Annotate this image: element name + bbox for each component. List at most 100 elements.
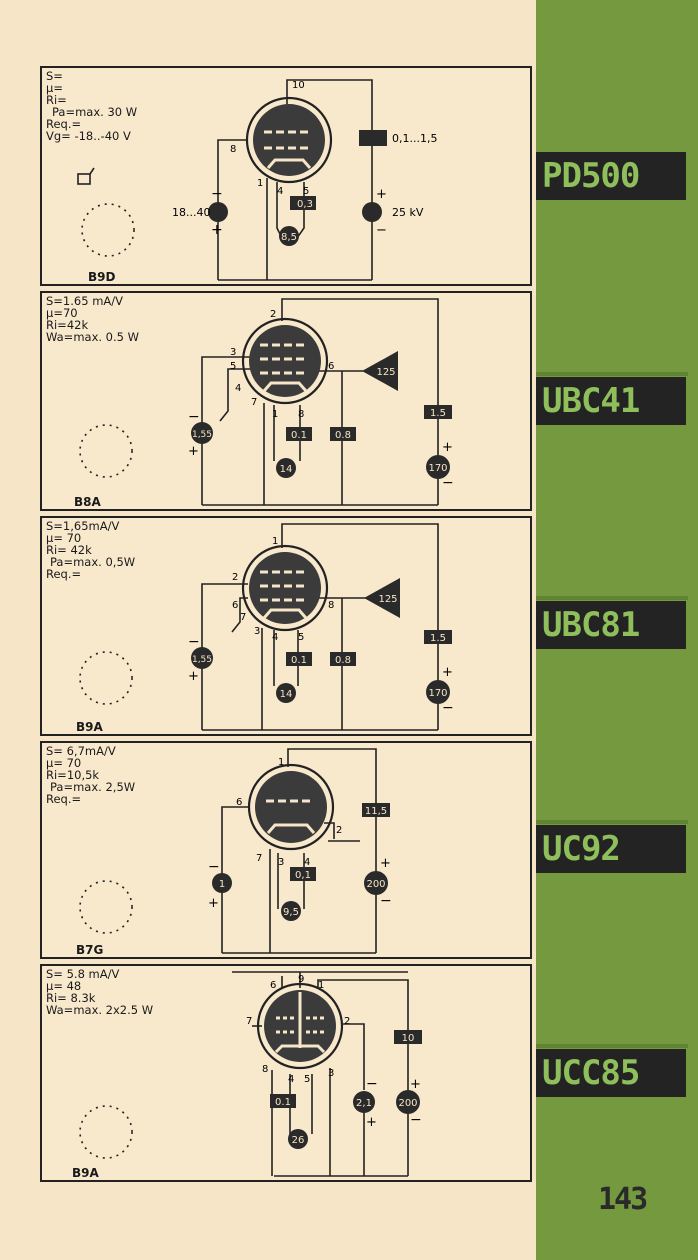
pin-label: 6 bbox=[328, 361, 334, 372]
spec-list: S= 5.8 mA/V μ= 48 Ri= 8.3k Wa=max. 2x2.5… bbox=[46, 968, 153, 1016]
minus-sign: − bbox=[211, 186, 223, 202]
pin-label: 4 bbox=[288, 1074, 294, 1085]
amp-value: 125 bbox=[376, 367, 395, 378]
minus-sign: − bbox=[188, 634, 200, 650]
filament-value: 26 bbox=[292, 1135, 305, 1146]
pin-label: 5 bbox=[303, 186, 309, 197]
pin-label: 1 bbox=[272, 536, 278, 547]
pin-label: 5 bbox=[298, 632, 304, 643]
page-number: 143 bbox=[598, 1182, 648, 1217]
pin-label: 2 bbox=[336, 825, 342, 836]
spec-line: μ= 48 bbox=[46, 979, 82, 993]
resistor-value: 1.5 bbox=[430, 633, 446, 644]
tube-panel-uc92: S= 6,7mA/V μ= 70 Ri=10,5k Pa=max. 2,5W R… bbox=[40, 741, 532, 959]
minus-sign: − bbox=[442, 700, 454, 716]
hv-value: 200 bbox=[398, 1098, 417, 1109]
spec-line: Ri=42k bbox=[46, 318, 89, 332]
spec-line: S= 5.8 mA/V bbox=[46, 967, 120, 981]
tube-panel-pd500: S= μ= Ri= Pa=max. 30 W Req.= Vg= -18..-4… bbox=[40, 66, 532, 286]
pin-label: 5 bbox=[230, 361, 236, 372]
minus-sign: − bbox=[208, 859, 220, 875]
divider bbox=[536, 596, 688, 600]
heater-value: 0.1 bbox=[275, 1097, 291, 1108]
base-type-label: B9A bbox=[76, 720, 103, 734]
spec-line: μ= 70 bbox=[46, 531, 82, 545]
bias-value: 1,55 bbox=[192, 655, 212, 665]
tube-tab-ubc81: UBC81 bbox=[536, 601, 686, 649]
pin-label: 8 bbox=[298, 409, 304, 420]
schematic-ubc41: 125 1.5 0.8 0.1 1,55 14 170 − + + − 2 3 … bbox=[79, 298, 454, 506]
spec-line: S=1.65 mA/V bbox=[46, 294, 124, 308]
pin-label: 9 bbox=[298, 974, 304, 985]
minus-sign: − bbox=[442, 475, 454, 491]
divider bbox=[536, 1044, 688, 1048]
spec-line: Ri= 42k bbox=[46, 543, 92, 557]
bias-value: 1 bbox=[219, 879, 225, 890]
pin-label: 3 bbox=[230, 347, 236, 358]
tube-tab-ubc41: UBC41 bbox=[536, 377, 686, 425]
spec-line: Pa=max. 0,5W bbox=[50, 555, 136, 569]
pin-label: 8 bbox=[328, 600, 334, 611]
pin-label: 6 bbox=[232, 600, 238, 611]
pin-label: 7 bbox=[246, 1016, 252, 1027]
plus-sign: + bbox=[208, 896, 219, 911]
pin-label: 1 bbox=[318, 980, 324, 991]
schematic-pd500: 0,3 8,5 0,1...1,5 18...40 25 kV − + + − … bbox=[77, 79, 437, 281]
spec-line: μ= bbox=[46, 81, 63, 95]
pin-label: 6 bbox=[236, 797, 242, 808]
pin-label: 5 bbox=[304, 1074, 310, 1085]
plus-sign: + bbox=[410, 1077, 421, 1092]
base-type-label: B7G bbox=[76, 943, 104, 957]
spec-line: S= bbox=[46, 69, 63, 83]
pin-label: 3 bbox=[328, 1068, 334, 1079]
pin-label: 4 bbox=[304, 857, 310, 868]
spec-line: Ri= 8.3k bbox=[46, 991, 96, 1005]
heater-value: 0,3 bbox=[297, 199, 313, 210]
pin-label: 1 bbox=[278, 757, 284, 768]
amp-value: 125 bbox=[378, 594, 397, 605]
divider bbox=[536, 372, 688, 376]
pin-label: 1 bbox=[257, 178, 263, 189]
tube-tab-ucc85: UCC85 bbox=[536, 1049, 686, 1097]
tube-tab-pd500: PD500 bbox=[536, 152, 686, 200]
spec-line: Pa=max. 2,5W bbox=[50, 780, 136, 794]
minus-sign: − bbox=[410, 1112, 422, 1128]
spec-list: S= μ= Ri= Pa=max. 30 W Req.= Vg= -18..-4… bbox=[46, 70, 137, 142]
bias-value: 1,55 bbox=[192, 430, 212, 440]
filament-value: 14 bbox=[280, 464, 293, 475]
plus-sign: + bbox=[211, 222, 223, 238]
minus-sign: − bbox=[366, 1076, 378, 1092]
plus-sign: + bbox=[188, 669, 199, 684]
pin-label: 6 bbox=[270, 980, 276, 991]
minus-sign: − bbox=[380, 893, 392, 909]
pin-label: 4 bbox=[277, 186, 283, 197]
filament-value: 8,5 bbox=[281, 232, 297, 243]
plus-sign: + bbox=[376, 187, 387, 202]
base-type-label: B9D bbox=[88, 270, 116, 284]
spec-line: μ= 70 bbox=[46, 756, 82, 770]
spec-line: Wa=max. 2x2.5 W bbox=[46, 1003, 154, 1017]
base-type-label: B8A bbox=[74, 495, 101, 509]
plus-sign: + bbox=[366, 1115, 377, 1130]
filament-value: 9,5 bbox=[283, 907, 299, 918]
pin-label: 7 bbox=[251, 397, 257, 408]
minus-sign: − bbox=[188, 409, 200, 425]
pin-label: 3 bbox=[254, 626, 260, 637]
spec-line: Pa=max. 30 W bbox=[52, 105, 138, 119]
spec-list: S= 6,7mA/V μ= 70 Ri=10,5k Pa=max. 2,5W R… bbox=[46, 745, 135, 805]
minus-sign: − bbox=[376, 223, 387, 238]
base-type-label: B9A bbox=[72, 1166, 99, 1180]
plus-sign: + bbox=[380, 856, 391, 871]
spec-line: S= 6,7mA/V bbox=[46, 744, 116, 758]
pin-label: 1 bbox=[272, 409, 278, 420]
plus-sign: + bbox=[442, 665, 453, 680]
tube-panel-ucc85: S= 5.8 mA/V μ= 48 Ri= 8.3k Wa=max. 2x2.5… bbox=[40, 964, 532, 1182]
heater-value: 0,1 bbox=[295, 870, 311, 881]
tube-panel-ubc41: S=1.65 mA/V μ=70 Ri=42k Wa=max. 0.5 W bbox=[40, 291, 532, 511]
spec-line: Wa=max. 0.5 W bbox=[46, 330, 139, 344]
diode-value: 0.8 bbox=[335, 655, 351, 666]
pin-label: 4 bbox=[235, 383, 241, 394]
pin-label: 4 bbox=[272, 632, 278, 643]
spec-line: μ=70 bbox=[46, 306, 78, 320]
